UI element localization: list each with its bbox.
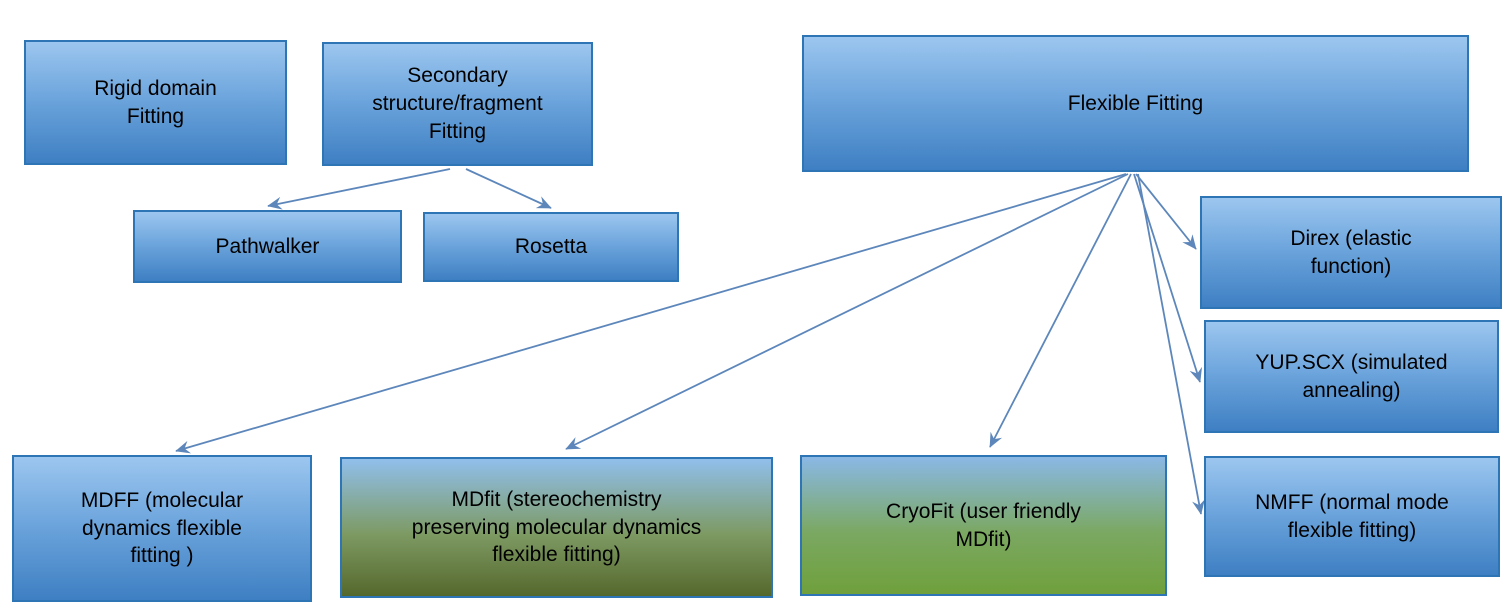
node-mdff-label: MDFF (molecular dynamics flexible fittin… <box>80 488 244 568</box>
node-secondary-structure-fragment-fitting-label: Secondary structure/fragment Fitting <box>372 64 543 143</box>
arrow-flexible-to-yupscx <box>1133 173 1203 383</box>
node-direx-label: Direx (elastic function) <box>1290 226 1412 278</box>
arrow-flexible-to-direx <box>1135 173 1197 250</box>
arrow-flexible-to-cryofit <box>989 173 1132 448</box>
node-secondary-structure-fragment-fitting: Secondary structure/fragment Fitting <box>322 42 593 166</box>
node-cryofit-label: CryoFit (user friendly MDfit) <box>886 499 1081 551</box>
node-pathwalker: Pathwalker <box>133 210 402 283</box>
node-yupscx: YUP.SCX (simulated annealing) <box>1204 320 1499 433</box>
node-nmff-label: NMFF (normal mode flexible fitting) <box>1255 490 1449 542</box>
node-nmff: NMFF (normal mode flexible fitting) <box>1204 456 1500 577</box>
node-rigid-domain-fitting: Rigid domain Fitting <box>24 40 287 165</box>
node-flexible-fitting-label: Flexible Fitting <box>1067 91 1204 115</box>
node-direx: Direx (elastic function) <box>1200 196 1502 309</box>
node-rosetta-label: Rosetta <box>514 235 588 259</box>
node-rosetta: Rosetta <box>423 212 679 282</box>
node-pathwalker-label: Pathwalker <box>215 234 320 258</box>
node-mdff: MDFF (molecular dynamics flexible fittin… <box>12 455 312 602</box>
arrow-secondary-to-rosetta <box>465 168 552 209</box>
arrow-secondary-to-pathwalker <box>267 168 451 210</box>
node-mdfit: MDfit (stereochemistry preserving molecu… <box>340 457 773 598</box>
node-rigid-domain-fitting-label: Rigid domain Fitting <box>94 76 217 128</box>
node-flexible-fitting: Flexible Fitting <box>802 35 1469 172</box>
node-mdfit-label: MDfit (stereochemistry preserving molecu… <box>411 487 702 567</box>
node-yupscx-label: YUP.SCX (simulated annealing) <box>1255 350 1448 402</box>
node-cryofit: CryoFit (user friendly MDfit) <box>800 455 1167 596</box>
